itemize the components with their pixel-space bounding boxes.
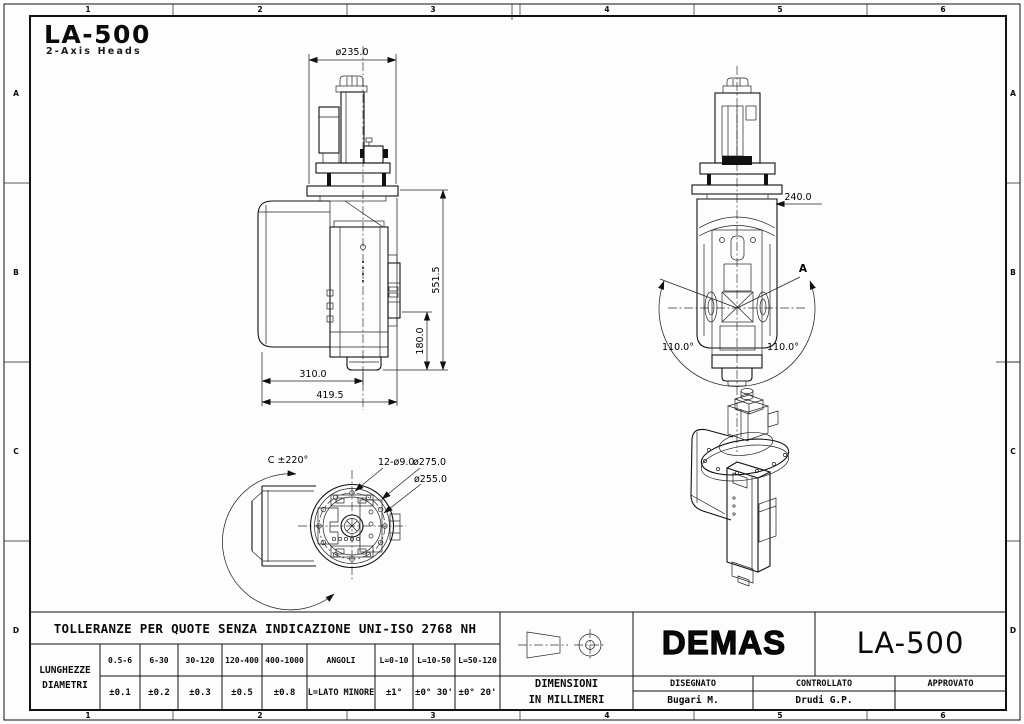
dim-c-axis: C ±220° — [268, 455, 309, 466]
grid-col-bottom-5: 5 — [777, 710, 783, 720]
grid-col-top-1: 1 — [85, 4, 91, 14]
grid-col-bottom-4: 4 — [604, 710, 610, 720]
tolerance-range-cell: 6-30 — [149, 655, 169, 665]
grid-col-top-2: 2 — [257, 4, 263, 14]
dim-tilt-left: 110.0° — [662, 342, 694, 353]
drawn-value: Bugari M. — [667, 695, 719, 706]
grid-col-bottom-2: 2 — [257, 710, 263, 720]
grid-col-top-4: 4 — [604, 4, 610, 14]
tolerance-range-cell: 120-400 — [225, 655, 259, 665]
company-logo: DEMAS — [661, 623, 787, 661]
tolerance-range-cell: L=10-50 — [417, 655, 451, 665]
grid-col-top-3: 3 — [430, 4, 436, 14]
dim-height-180: 180.0 — [415, 327, 426, 354]
dim-height-551: 551.5 — [431, 266, 442, 293]
tolerance-value-cell: ±0° 20' — [458, 688, 497, 698]
dim-bolt-holes: 12-ø9.0 — [378, 457, 414, 468]
tolerance-row-header-line2: DIAMETRI — [42, 680, 88, 691]
checked-value: Drudi G.P. — [795, 695, 853, 706]
dim-width-310: 310.0 — [299, 369, 326, 380]
dim-bolt-circle: ø275.0 — [413, 457, 446, 468]
grid-row-left-c: C — [13, 446, 19, 456]
units-note-line1: DIMENSIONI — [534, 678, 599, 691]
dim-width-240: 240.0 — [784, 192, 811, 203]
tolerance-value-cell: ±0.8 — [273, 688, 296, 698]
tolerance-range-cell: 400-1000 — [265, 655, 304, 665]
page-subtitle: 2-Axis Heads — [46, 45, 142, 57]
tolerance-value-cell: ±0° 30' — [415, 688, 453, 698]
page-title: LA-500 — [44, 19, 151, 49]
tolerance-table-title: TOLLERANZE PER QUOTE SENZA INDICAZIONE U… — [53, 620, 477, 636]
grid-row-right-a: A — [1010, 88, 1016, 98]
front-view: 110.0° 110.0° A 240.0 — [658, 66, 822, 452]
dim-dia-235: ø235.0 — [335, 47, 368, 58]
bottom-view: C ±220° 12-ø9.0 ø275.0 ø255.0 — [222, 455, 447, 611]
approved-label: APPROVATO — [927, 678, 974, 689]
tolerance-range-cell: 0.5-6 — [107, 655, 133, 665]
grid-row-left-b: B — [13, 267, 19, 277]
side-view: ø235.0 551.5 180.0 310.0 419.5 — [257, 46, 448, 410]
grid-row-right-b: B — [1010, 267, 1016, 277]
grid-col-bottom-3: 3 — [430, 710, 436, 720]
grid-col-bottom-6: 6 — [940, 710, 946, 720]
grid-col-bottom-1: 1 — [85, 710, 91, 720]
iso-flange-bolts — [703, 448, 787, 475]
tolerance-value-cell: ±1° — [385, 688, 403, 698]
model-number: LA-500 — [856, 626, 965, 660]
dim-tilt-right: 110.0° — [767, 342, 799, 353]
tolerance-row-header-line1: LUNGHEZZE — [39, 664, 91, 676]
drawn-label: DISEGNATO — [669, 678, 717, 689]
dim-width-419: 419.5 — [316, 390, 343, 401]
tolerance-value-cell: ±0.1 — [109, 688, 131, 698]
tolerance-range-cell: L=50-120 — [458, 655, 497, 665]
tolerance-value-cell: ±0.2 — [148, 688, 170, 698]
grid-col-top-5: 5 — [777, 4, 783, 14]
units-note: DIMENSIONI IN MILLIMERI — [500, 677, 633, 709]
tolerance-value-cell: ±0.3 — [189, 688, 211, 698]
dim-pilot-dia: ø255.0 — [414, 474, 447, 485]
section-label-a: A — [799, 263, 808, 275]
grid-row-left-d: D — [12, 625, 20, 635]
approved-value — [895, 692, 1006, 709]
tolerance-range-cell: ANGOLI — [326, 655, 356, 665]
iso-view — [690, 388, 790, 587]
checked-label: CONTROLLATO — [795, 678, 853, 689]
sheet-border — [3, 3, 1021, 721]
grid-col-top-6: 6 — [940, 4, 946, 14]
grid-row-right-d: D — [1009, 625, 1017, 635]
tolerance-range-cell: 30-120 — [185, 655, 215, 665]
tolerance-value-cell: L=LATO MINORE — [307, 688, 375, 698]
tolerance-value-cell: ±0.5 — [231, 688, 253, 698]
grid-row-right-c: C — [1010, 446, 1016, 456]
grid-row-left-a: A — [13, 88, 19, 98]
tolerance-row-header: LUNGHEZZE DIAMETRI — [31, 648, 99, 708]
projection-symbol — [518, 629, 606, 661]
tolerance-range-cell: L=0-10 — [379, 655, 409, 665]
units-note-line2: IN MILLIMERI — [528, 694, 605, 706]
title-block-grid — [30, 611, 1006, 710]
